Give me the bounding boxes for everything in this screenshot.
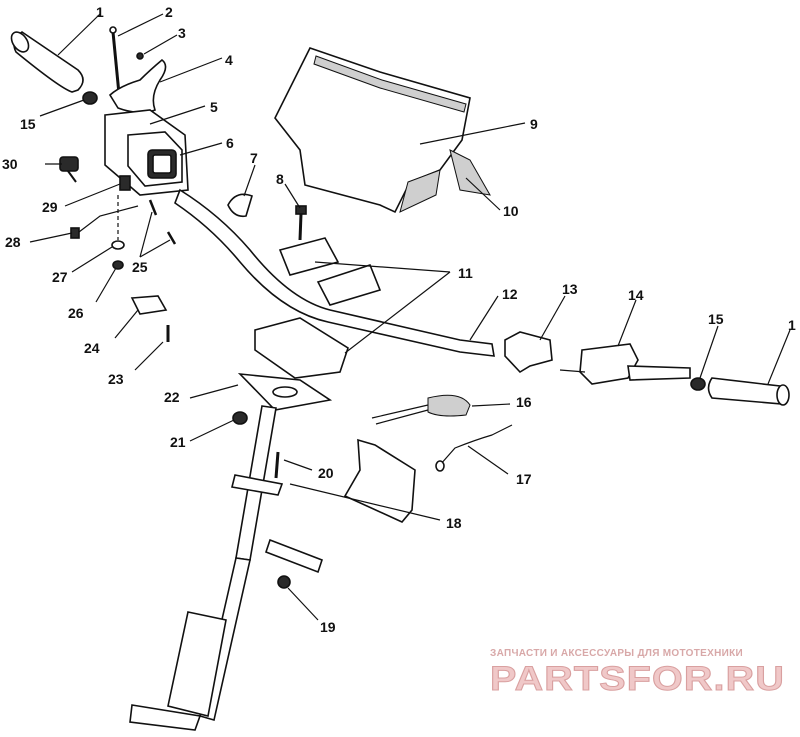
upper-clamp <box>278 237 382 306</box>
watermark: ЗАПЧАСТИ И АКСЕССУАРЫ ДЛЯ МОТОТЕХНИКИ PA… <box>490 648 785 699</box>
nut <box>112 260 124 270</box>
mounting-bracket <box>343 438 416 523</box>
bushing <box>264 538 324 589</box>
callout-10: 10 <box>503 203 519 219</box>
housing-screw-2 <box>166 231 177 245</box>
cable-clip <box>227 193 253 218</box>
callout-24: 24 <box>84 340 100 356</box>
callout-30: 30 <box>2 156 18 172</box>
callout-13: 13 <box>562 281 578 297</box>
callout-6: 6 <box>226 135 234 151</box>
heater-element <box>371 394 471 425</box>
small-screw <box>136 52 144 60</box>
left-grip <box>10 31 84 93</box>
watermark-tagline: ЗАПЧАСТИ И АКСЕССУАРЫ ДЛЯ МОТОТЕХНИКИ <box>490 648 743 659</box>
parts-drawing <box>10 26 790 731</box>
callout-20: 20 <box>318 465 334 481</box>
callout-27: 27 <box>52 269 68 285</box>
callout-28: 28 <box>5 234 21 250</box>
left-end-cap <box>82 91 98 105</box>
watermark-logo: PARTSFOR.RU <box>490 660 785 698</box>
callout-16: 16 <box>516 394 532 410</box>
handlebar-pad <box>274 47 491 214</box>
pin <box>109 26 121 95</box>
callout-3: 3 <box>178 25 186 41</box>
steering-column <box>129 372 333 731</box>
wire-terminal <box>435 460 445 472</box>
callout-2: 2 <box>165 4 173 20</box>
callout-12: 12 <box>502 286 518 302</box>
wire-connector <box>70 227 80 239</box>
leader-lines <box>29 13 791 621</box>
bracket-clip <box>119 175 131 191</box>
callout-5: 5 <box>210 99 218 115</box>
callout-8: 8 <box>276 171 284 187</box>
callout-7: 7 <box>250 150 258 166</box>
wire-harness <box>439 424 513 466</box>
callout-26: 26 <box>68 305 84 321</box>
lower-clamp <box>254 317 349 379</box>
callout-4: 4 <box>225 52 233 68</box>
callout-15-right: 15 <box>708 311 724 327</box>
callout-14: 14 <box>628 287 644 303</box>
column-nut <box>232 411 248 425</box>
brake-lever <box>559 343 691 385</box>
throttle-housing <box>104 109 189 196</box>
kill-switch <box>59 156 79 183</box>
handlebar-tube <box>174 188 495 357</box>
callout-18: 18 <box>446 515 462 531</box>
housing-screw <box>148 199 158 216</box>
cover-plate <box>130 295 168 315</box>
column-bolt <box>274 451 280 479</box>
callout-19: 19 <box>320 619 336 635</box>
callout-1-left: 1 <box>96 4 104 20</box>
callout-labels: 1 2 3 4 15 5 6 30 7 8 9 10 29 28 27 25 1… <box>2 4 796 635</box>
right-grip <box>707 377 790 406</box>
callout-17: 17 <box>516 471 532 487</box>
callout-9: 9 <box>530 116 538 132</box>
callout-1-right: 1 <box>788 317 796 333</box>
brake-bracket <box>504 331 553 374</box>
callout-25: 25 <box>132 259 148 275</box>
callout-23: 23 <box>108 371 124 387</box>
switch-wire <box>78 205 139 233</box>
callout-29: 29 <box>42 199 58 215</box>
callout-15-left: 15 <box>20 116 36 132</box>
clamp-bolt <box>295 205 307 241</box>
callout-21: 21 <box>170 434 186 450</box>
callout-22: 22 <box>164 389 180 405</box>
callout-11: 11 <box>458 265 473 281</box>
washer <box>111 240 125 250</box>
right-end-cap <box>690 377 706 391</box>
